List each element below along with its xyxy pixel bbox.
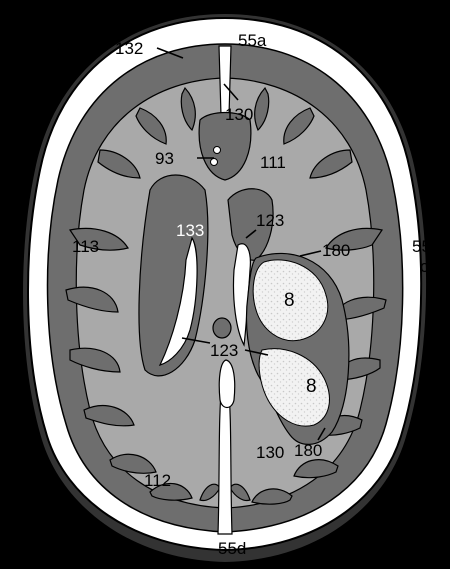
label-8-upper: 8 bbox=[284, 290, 295, 311]
label-180-lower: 180 bbox=[294, 441, 322, 460]
label-111: 111 bbox=[260, 153, 286, 172]
label-133: 133 bbox=[176, 221, 204, 240]
label-8-lower: 8 bbox=[306, 376, 317, 397]
label-55a: 55a bbox=[238, 31, 267, 50]
small-structure-93b bbox=[211, 159, 218, 166]
label-123-lower: 123 bbox=[210, 341, 238, 360]
label-55d: 55d bbox=[218, 539, 246, 558]
midline-gray-nucleus bbox=[213, 318, 231, 338]
label-113: 113 bbox=[72, 237, 99, 256]
label-55: 55 bbox=[412, 237, 431, 256]
label-123-upper: 123 bbox=[256, 211, 284, 230]
third-ventricle bbox=[219, 360, 234, 408]
label-132: 132 bbox=[115, 39, 143, 58]
label-130-lower: 130 bbox=[256, 443, 284, 462]
small-structure-93a bbox=[214, 147, 221, 154]
label-180-upper: 180 bbox=[322, 241, 350, 260]
label-c: c bbox=[420, 257, 429, 276]
label-112: 112 bbox=[144, 471, 171, 490]
label-93: 93 bbox=[155, 149, 174, 168]
label-130-top: 130 bbox=[225, 105, 253, 124]
